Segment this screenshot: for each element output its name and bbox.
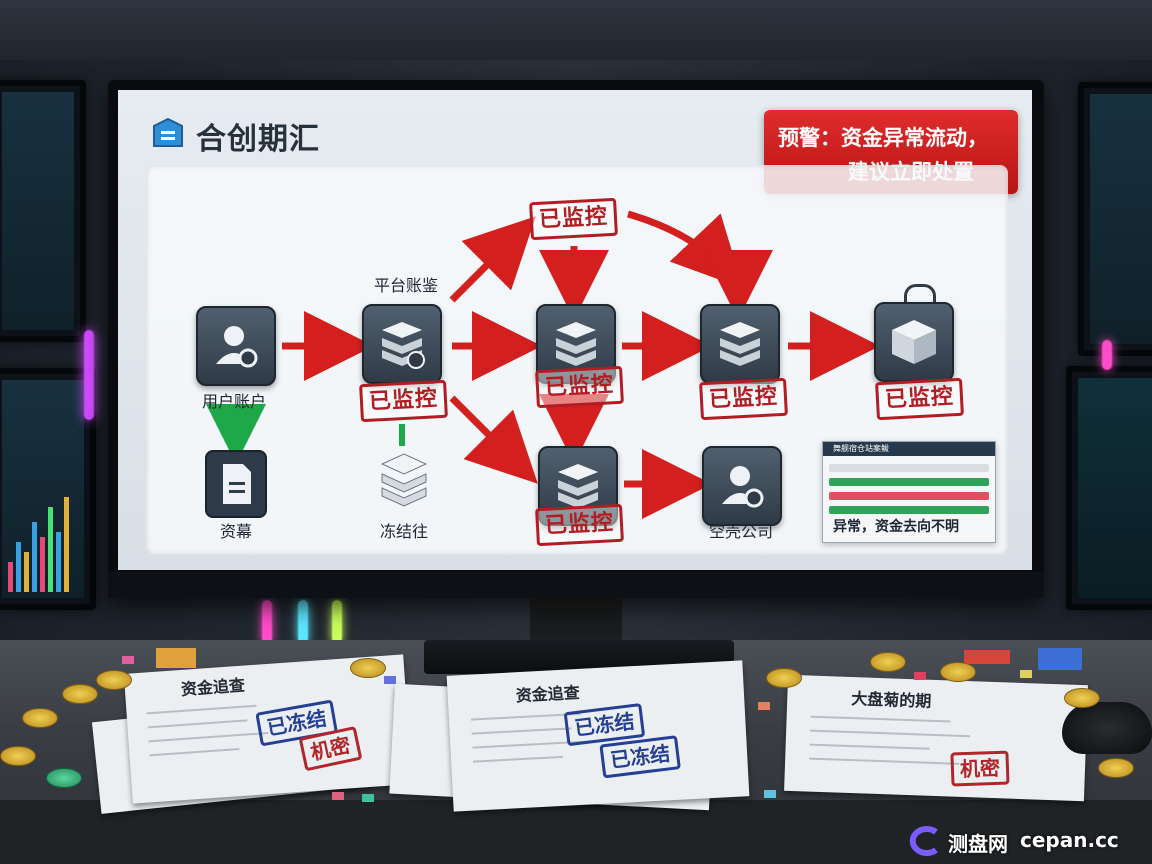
watermark-domain: cepan.cc — [1020, 828, 1119, 852]
mini-alert-warning: 异常，资金去向不明 — [833, 519, 959, 535]
neon-light — [262, 600, 272, 644]
monitor-bezel — [108, 572, 1044, 598]
computer-mouse — [1062, 702, 1152, 754]
confetti — [1020, 670, 1032, 678]
app-title: 合创期汇 — [196, 122, 320, 157]
mini-alert-row — [829, 464, 989, 472]
neon-light — [298, 600, 308, 644]
confetti — [764, 790, 776, 798]
coin — [1098, 758, 1134, 778]
confetti — [362, 794, 374, 802]
node-frozen[interactable] — [378, 452, 430, 512]
node-user-account[interactable] — [196, 306, 276, 386]
stamp-frozen: 已冻结 — [599, 735, 681, 779]
lock-shackle-icon — [904, 284, 936, 307]
mini-alert-title: 舞舰宿仓站案鲅 — [833, 444, 889, 453]
coin — [62, 684, 98, 704]
neon-light — [332, 600, 342, 644]
stamp-secret: 机密 — [950, 750, 1010, 787]
stamp-monitored: 已监控 — [535, 503, 624, 547]
node-source-doc-label: 资幕 — [219, 522, 252, 541]
mini-alert-row — [829, 478, 989, 486]
server-stack-icon — [558, 464, 598, 508]
shield-home-icon — [150, 116, 186, 152]
node-source-doc[interactable] — [205, 450, 267, 518]
server-stack-icon — [382, 322, 425, 369]
confetti — [332, 792, 344, 800]
coin — [22, 708, 58, 728]
left-lower-monitor — [0, 368, 96, 610]
node-end-box[interactable] — [874, 302, 954, 382]
user-icon — [216, 326, 258, 368]
coin — [870, 652, 906, 672]
coin — [350, 658, 386, 678]
confetti — [122, 656, 134, 664]
confetti — [914, 672, 926, 680]
paper-right[interactable]: 大盘菊的期 机密 — [784, 674, 1088, 802]
mini-alert-row — [829, 506, 989, 514]
mini-alert-row — [829, 492, 989, 500]
node-frozen-label: 冻结往 — [379, 522, 428, 541]
package-icon — [892, 320, 936, 364]
stamp-monitored: 已监控 — [359, 379, 448, 423]
node-platform-account-label: 平台账鉴 — [373, 276, 438, 295]
toy-block — [964, 650, 1010, 664]
node-mid-a[interactable] — [536, 304, 616, 384]
node-platform-account[interactable] — [362, 304, 442, 384]
node-shell-company[interactable] — [702, 446, 782, 526]
right-upper-monitor — [1078, 82, 1152, 356]
paper-left-title: 资金追查 — [180, 675, 246, 699]
server-stack-icon — [380, 453, 428, 507]
confetti — [758, 702, 770, 710]
watermark-name: 测盘网 — [948, 832, 1008, 856]
server-stack-icon — [556, 322, 596, 366]
watermark-logo-icon — [906, 826, 942, 856]
node-shell-company-label: 空壳公司 — [708, 522, 773, 541]
coin — [46, 768, 82, 788]
paper-middle[interactable]: 资金追查 已冻结 已冻结 — [446, 660, 750, 812]
toy-block — [156, 648, 196, 668]
coin — [1064, 688, 1100, 708]
stamp-monitored: 已监控 — [529, 197, 618, 241]
mini-alert-window[interactable]: 舞舰宿仓站案鲅 异常，资金去向不明 — [822, 441, 996, 543]
desk-edge — [0, 800, 1152, 864]
neon-light — [84, 330, 94, 420]
paper-right-title: 大盘菊的期 — [850, 689, 932, 711]
coin — [766, 668, 802, 688]
left-upper-monitor — [0, 80, 86, 342]
neon-light — [1102, 340, 1112, 370]
alert-text-line1: 预警：资金异常流动， — [778, 126, 988, 150]
ceiling — [0, 0, 1152, 60]
node-mid-b[interactable] — [700, 304, 780, 384]
server-stack-icon — [720, 322, 760, 366]
coin — [0, 746, 36, 766]
coin — [96, 670, 132, 690]
node-user-account-label: 用户账户 — [201, 392, 266, 411]
paper-middle-title: 资金追查 — [515, 682, 581, 706]
arrow-platform-to-lower — [449, 395, 538, 484]
arrow-platform-to-hub — [449, 216, 536, 303]
mini-alert-header: 舞舰宿仓站案鲅 — [823, 442, 995, 456]
node-mid-c[interactable] — [538, 446, 618, 526]
arrow-hub-to-mid-b — [627, 210, 744, 289]
confetti — [384, 676, 396, 684]
stamp-monitored: 已监控 — [535, 365, 624, 409]
coin — [940, 662, 976, 682]
toy-block — [1038, 648, 1082, 670]
user-icon — [722, 466, 764, 508]
stamp-monitored: 已监控 — [699, 377, 788, 421]
stamp-monitored: 已监控 — [875, 377, 964, 421]
right-lower-monitor — [1066, 366, 1152, 610]
document-icon — [223, 464, 251, 504]
